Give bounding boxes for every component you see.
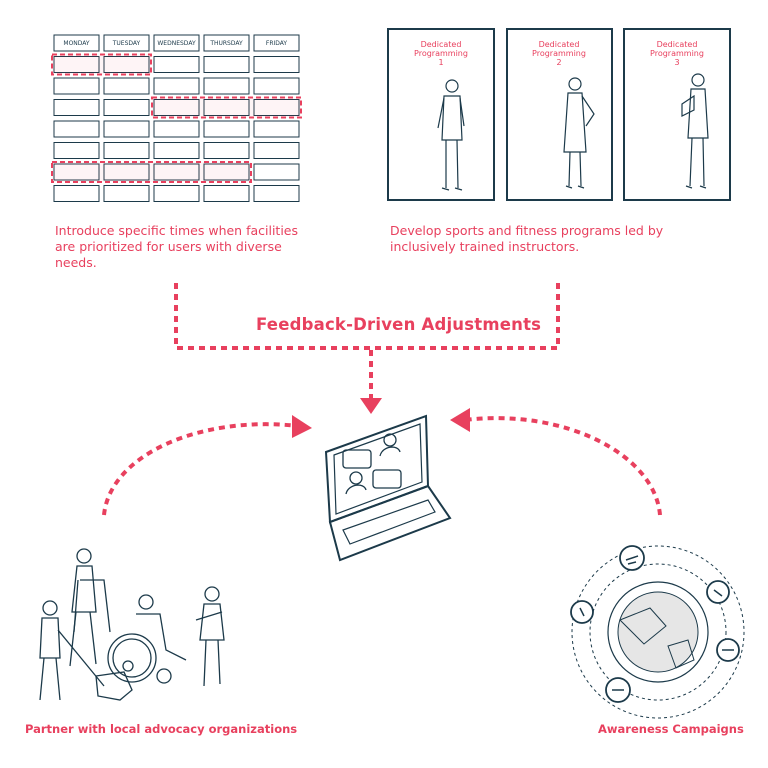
advocacy-people-illustration (39, 548, 225, 701)
schedule-cell (53, 163, 100, 181)
program-card-3-label: Dedicated Programming 3 (634, 40, 720, 67)
day-header-tuesday: TUESDAY (112, 39, 141, 47)
schedule-cell (153, 185, 200, 202)
schedule-cell (203, 77, 250, 95)
day-header-wednesday: WEDNESDAY (157, 39, 196, 47)
priority-slot-highlight (51, 161, 252, 183)
schedule-cell (253, 120, 300, 138)
schedule-cell (153, 56, 200, 73)
schedule-cell (53, 56, 100, 73)
priority-slot-highlight (151, 96, 302, 119)
schedule-cell (103, 99, 150, 116)
instructor-figure-2 (563, 77, 595, 189)
day-header-monday: MONDAY (63, 39, 90, 47)
program-card-2 (506, 28, 613, 201)
schedule-cell (253, 185, 300, 202)
schedule-cell (103, 142, 150, 159)
schedule-cell (203, 163, 250, 181)
schedule-cell (203, 56, 250, 73)
advocacy-caption: Partner with local advocacy organization… (25, 722, 298, 736)
schedule-description: Introduce specific times when facilities… (55, 223, 299, 270)
schedule-cell (153, 163, 200, 181)
schedule-grid (51, 34, 302, 202)
schedule-cell (53, 142, 100, 159)
schedule-cell (203, 120, 250, 138)
program-card-3-title: Dedicated Programming (650, 40, 704, 58)
program-card-1-number: 1 (438, 58, 444, 67)
schedule-cell (53, 77, 100, 95)
program-card-1-label: Dedicated Programming 1 (398, 40, 484, 67)
down-arrow-icon (360, 398, 382, 414)
instructor-figure-1 (437, 79, 465, 191)
schedule-cell (53, 185, 100, 202)
left-arrow-icon (450, 408, 470, 432)
schedule-cell (253, 77, 300, 95)
program-card-1-title: Dedicated Programming (414, 40, 468, 58)
feedback-title: Feedback-Driven Adjustments (252, 315, 546, 334)
schedule-cell (53, 99, 100, 116)
program-card-1 (387, 28, 495, 201)
schedule-cell (253, 163, 300, 181)
schedule-cell (53, 120, 100, 138)
schedule-cell (253, 56, 300, 73)
day-header-thursday: THURSDAY (210, 39, 243, 47)
programming-cards (387, 28, 731, 201)
schedule-cell (103, 77, 150, 95)
laptop-icon (324, 414, 452, 562)
right-arrow-icon (292, 415, 312, 438)
schedule-cell (153, 77, 200, 95)
schedule-cell (103, 120, 150, 138)
day-header-cell (153, 34, 200, 52)
program-card-2-label: Dedicated Programming 2 (516, 40, 602, 67)
day-header-friday: FRIDAY (265, 39, 288, 47)
day-header-cell (103, 34, 150, 52)
schedule-cell (203, 185, 250, 202)
instructor-figure-3 (681, 73, 709, 189)
schedule-cell (203, 99, 250, 116)
program-card-3-number: 3 (674, 58, 680, 67)
priority-slot-highlight (51, 53, 152, 76)
day-header-cell (253, 34, 300, 52)
schedule-cell (153, 99, 200, 116)
instructor-figures (437, 73, 709, 191)
schedule-cell (203, 142, 250, 159)
arrow-heads (292, 398, 470, 438)
awareness-campaign-illustration (570, 545, 745, 719)
programming-description: Develop sports and fitness programs led … (390, 223, 664, 254)
feedback-connectors (102, 283, 662, 516)
schedule-cell (153, 120, 200, 138)
awareness-caption: Awareness Campaigns (598, 722, 744, 736)
day-header-cell (203, 34, 250, 52)
schedule-cell (153, 142, 200, 159)
schedule-cell (103, 163, 150, 181)
schedule-cell (103, 185, 150, 202)
schedule-cell (253, 99, 300, 116)
schedule-cell (103, 56, 150, 73)
walking-icon (706, 580, 730, 604)
program-card-2-number: 2 (556, 58, 562, 67)
program-card-3 (623, 28, 731, 201)
program-card-2-title: Dedicated Programming (532, 40, 586, 58)
day-header-cell (53, 34, 100, 52)
schedule-cell (253, 142, 300, 159)
